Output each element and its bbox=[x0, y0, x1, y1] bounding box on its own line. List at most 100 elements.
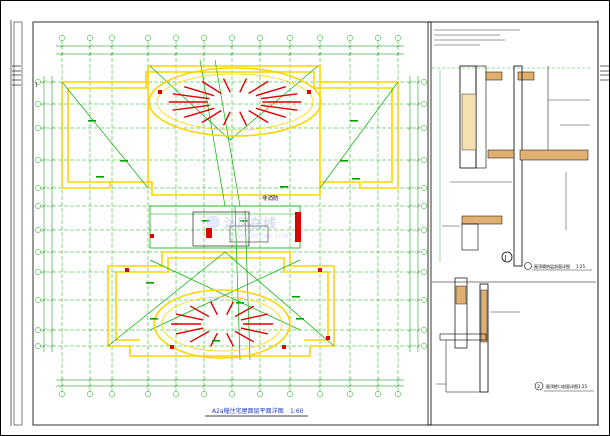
axis-bubble bbox=[421, 327, 427, 333]
axis-bubble bbox=[375, 35, 381, 41]
dimension-tick bbox=[376, 384, 380, 388]
skylight-rib bbox=[234, 305, 255, 318]
axis-bubble bbox=[59, 35, 65, 41]
dimension-tick bbox=[50, 270, 54, 274]
skylight-rib bbox=[248, 109, 269, 124]
dimension-tick bbox=[110, 52, 114, 56]
annotation-mark bbox=[212, 340, 220, 342]
dimension-tick bbox=[258, 52, 262, 56]
dimension-tick bbox=[416, 344, 420, 348]
dimension-tick bbox=[288, 44, 292, 48]
dimension-tick bbox=[202, 384, 206, 388]
dimension-tick bbox=[408, 158, 412, 162]
dimension-tick bbox=[42, 158, 46, 162]
axis-bubble bbox=[421, 157, 427, 163]
detail-j-section: J bbox=[432, 65, 590, 267]
watermark-subtext: WWW.MFCAD.COM bbox=[232, 233, 289, 240]
axis-bubble bbox=[347, 391, 353, 397]
axis-bubble bbox=[173, 35, 179, 41]
axis-bubble bbox=[201, 35, 207, 41]
dimension-tick bbox=[146, 384, 150, 388]
axis-bubble bbox=[287, 391, 293, 397]
skylight-rib bbox=[175, 327, 204, 335]
detail-2-caption: 2 屋顶檐口剖面详图 1:25 bbox=[534, 381, 594, 392]
axis-bubble bbox=[35, 203, 41, 209]
axis-bubble bbox=[35, 125, 41, 131]
axis-bubble bbox=[257, 391, 263, 397]
axis-bubble bbox=[421, 227, 427, 233]
dimension-tick bbox=[348, 52, 352, 56]
grid-letter-j: J bbox=[35, 82, 37, 88]
skylight-rib bbox=[239, 78, 248, 93]
dimension-tick bbox=[416, 328, 420, 332]
detail-j-scale: 1:25 bbox=[576, 264, 585, 269]
left-title-strip bbox=[13, 21, 23, 426]
dimension-tick bbox=[60, 52, 64, 56]
axis-bubble bbox=[145, 35, 151, 41]
dimension-tick bbox=[42, 102, 46, 106]
dimension-tick bbox=[42, 328, 46, 332]
dimension-tick bbox=[396, 44, 400, 48]
skylight-rib bbox=[201, 80, 222, 95]
axis-bubble bbox=[35, 185, 41, 191]
dimension-tick bbox=[174, 52, 178, 56]
dimension-tick bbox=[50, 298, 54, 302]
annotation-mark bbox=[146, 282, 154, 284]
skylight-rib bbox=[226, 301, 234, 316]
watermark-text: 沐风在线 bbox=[224, 216, 276, 232]
dimension-tick bbox=[88, 44, 92, 48]
skylight-rib bbox=[175, 313, 204, 321]
dimension-tick bbox=[230, 378, 234, 382]
dimension-tick bbox=[288, 384, 292, 388]
axis-bubble bbox=[287, 35, 293, 41]
left-stamp bbox=[12, 65, 21, 86]
dimension-tick bbox=[42, 126, 46, 130]
detail-2-title: 屋顶檐口剖面详图 bbox=[546, 383, 578, 389]
skylight-rib bbox=[210, 332, 218, 347]
axis-bubble bbox=[257, 35, 263, 41]
detail-j-marker-label: J bbox=[504, 255, 507, 262]
dimension-tick bbox=[174, 378, 178, 382]
dimension-tick bbox=[202, 52, 206, 56]
axis-bubble bbox=[229, 35, 235, 41]
skylight-rib bbox=[184, 107, 215, 118]
dimension-tick bbox=[408, 228, 412, 232]
dimension-tick bbox=[110, 44, 114, 48]
dimension-tick bbox=[50, 186, 54, 190]
dimension-tick bbox=[258, 384, 262, 388]
plan-annotations bbox=[88, 120, 360, 342]
dimension-tick bbox=[174, 44, 178, 48]
dimension-tick bbox=[318, 52, 322, 56]
skylight-rib bbox=[189, 305, 210, 318]
skylight-rib bbox=[240, 313, 269, 321]
axis-bubble bbox=[35, 297, 41, 303]
dimension-tick bbox=[408, 328, 412, 332]
dimension-tick bbox=[408, 186, 412, 190]
middle-block-walls bbox=[149, 205, 301, 249]
dimension-tick bbox=[60, 384, 64, 388]
axis-bubble bbox=[87, 35, 93, 41]
dimension-tick bbox=[42, 204, 46, 208]
axis-bubble bbox=[35, 249, 41, 255]
axis-bubble bbox=[375, 391, 381, 397]
skylight-rib bbox=[222, 111, 231, 126]
annotation-mark bbox=[88, 120, 96, 122]
axis-bubble bbox=[347, 35, 353, 41]
detail-2-section bbox=[432, 277, 596, 393]
detail-notes bbox=[434, 29, 520, 46]
annotation-mark bbox=[350, 120, 358, 122]
dimension-tick bbox=[50, 126, 54, 130]
dimension-tick bbox=[408, 126, 412, 130]
axis-bubble bbox=[35, 157, 41, 163]
annotation-mark bbox=[120, 160, 128, 162]
dimension-tick bbox=[396, 378, 400, 382]
dimension-tick bbox=[348, 384, 352, 388]
dimension-tick bbox=[230, 52, 234, 56]
annotation-mark bbox=[236, 302, 244, 304]
dimension-tick bbox=[50, 158, 54, 162]
dimension-tick bbox=[50, 328, 54, 332]
dimension-tick bbox=[318, 384, 322, 388]
dimension-tick bbox=[408, 344, 412, 348]
dimension-tick bbox=[376, 378, 380, 382]
